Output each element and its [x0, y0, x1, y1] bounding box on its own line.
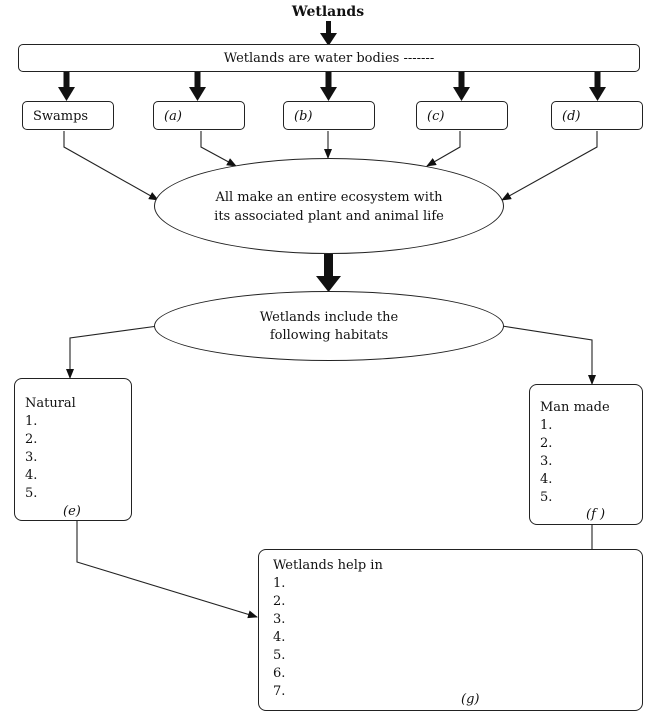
definition-text: Wetlands are water bodies ------- — [223, 51, 435, 66]
connector-c-ecosystem — [426, 131, 461, 167]
type-label-b: (b) — [294, 109, 313, 124]
thick-arrow-ecosystem-habitats — [316, 254, 341, 292]
natural-box: Natural 1. 2. 3. 4. 5. (e) — [14, 378, 132, 521]
type-label-a: (a) — [164, 109, 182, 124]
help-item: 1. — [273, 576, 286, 591]
manmade-tag: (f ) — [586, 507, 606, 522]
help-item: 3. — [273, 612, 286, 627]
diagram-title: Wetlands — [291, 4, 365, 20]
manmade-item: 2. — [540, 436, 553, 451]
type-box-d: (d) — [551, 101, 643, 130]
type-box-c: (c) — [416, 101, 508, 130]
natural-list: 1. 2. 3. 4. 5. — [25, 413, 37, 503]
natural-heading: Natural — [25, 396, 76, 411]
type-label-swamps: Swamps — [33, 109, 89, 124]
connector-d-ecosystem — [501, 131, 598, 201]
help-item: 5. — [273, 648, 286, 663]
help-item: 4. — [273, 630, 286, 645]
help-tag: (g) — [461, 692, 480, 707]
ecosystem-line-1: All make an entire ecosystem with — [215, 190, 443, 205]
type-box-b: (b) — [283, 101, 375, 130]
thick-arrow-b — [320, 72, 337, 101]
habitats-line-2: following habitats — [269, 328, 389, 343]
thick-arrow-a — [189, 72, 206, 101]
ecosystem-ellipse — [154, 158, 504, 254]
help-box: Wetlands help in 1. 2. 3. 4. 5. 6. 7. (g… — [258, 549, 643, 711]
habitats-ellipse — [154, 291, 504, 361]
help-list: 1. 2. 3. 4. 5. 6. 7. — [273, 575, 285, 701]
connector-swamps-ecosystem — [63, 131, 159, 201]
ecosystem-line-2: its associated plant and animal life — [214, 209, 444, 224]
manmade-item: 3. — [540, 454, 553, 469]
natural-item: 3. — [25, 450, 38, 465]
type-box-swamps: Swamps — [22, 101, 114, 130]
help-item: 6. — [273, 666, 286, 681]
connector-habitats-manmade — [501, 325, 596, 385]
connector-habitats-natural — [66, 325, 159, 379]
natural-item: 4. — [25, 468, 38, 483]
type-box-a: (a) — [153, 101, 245, 130]
thick-arrow-c — [453, 72, 470, 101]
natural-item: 5. — [25, 486, 38, 501]
manmade-item: 1. — [540, 418, 553, 433]
natural-item: 2. — [25, 432, 38, 447]
manmade-item: 4. — [540, 472, 553, 487]
habitats-line-1: Wetlands include the — [259, 310, 399, 325]
manmade-list: 1. 2. 3. 4. 5. — [540, 417, 552, 507]
thick-arrow-d — [589, 72, 606, 101]
thick-arrow-swamps — [58, 72, 75, 101]
connector-natural-help — [76, 521, 258, 619]
type-label-c: (c) — [427, 109, 445, 124]
natural-item: 1. — [25, 414, 38, 429]
help-item: 2. — [273, 594, 286, 609]
type-label-d: (d) — [562, 109, 581, 124]
thick-arrow-title — [320, 21, 337, 46]
help-item: 7. — [273, 684, 286, 699]
manmade-box: Man made 1. 2. 3. 4. 5. (f ) — [529, 384, 643, 525]
manmade-item: 5. — [540, 490, 553, 505]
definition-bar: Wetlands are water bodies ------- — [18, 44, 640, 72]
manmade-heading: Man made — [540, 400, 610, 415]
help-heading: Wetlands help in — [273, 558, 383, 573]
connector-a-ecosystem — [200, 131, 237, 167]
natural-tag: (e) — [63, 504, 81, 519]
